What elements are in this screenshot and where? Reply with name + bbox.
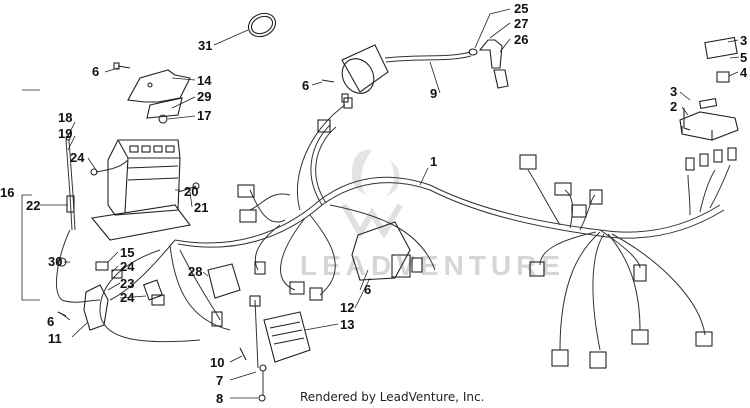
leader-lines: [21, 8, 740, 399]
battery-cables: [90, 159, 200, 193]
callout-6d: 6: [364, 282, 371, 297]
callout-24c: 24: [120, 290, 135, 305]
callout-11: 11: [48, 331, 62, 346]
callout-4: 4: [740, 65, 748, 80]
battery-part: [90, 139, 191, 241]
callout-17: 17: [197, 108, 211, 123]
callout-3a: 3: [740, 33, 747, 48]
callout-16: 16: [0, 185, 14, 200]
callout-22: 22: [26, 198, 40, 213]
callout-14: 14: [197, 73, 212, 88]
relay-part: [704, 36, 738, 83]
callout-27: 27: [514, 16, 528, 31]
callout-21: 21: [194, 200, 208, 215]
spark-plug-cap-part: [468, 39, 509, 89]
callout-2: 2: [670, 99, 677, 114]
screw-part: [113, 62, 131, 70]
callout-9: 9: [430, 86, 437, 101]
callout-23: 23: [120, 276, 134, 291]
callout-6b: 6: [302, 78, 309, 93]
callout-10: 10: [210, 355, 224, 370]
credit-text: Rendered by LeadVenture, Inc.: [300, 390, 484, 404]
lv-logo-icon: [341, 203, 403, 239]
flame-logo-icon: [351, 149, 400, 196]
harness-connectors-center: [237, 97, 353, 307]
cdi-module-part: [351, 221, 423, 281]
callout-15: 15: [120, 245, 134, 260]
callout-3b: 3: [670, 84, 677, 99]
callout-24a: 24: [70, 150, 85, 165]
callout-13: 13: [340, 317, 354, 332]
screws-part: [57, 79, 335, 402]
nut-part: [158, 114, 168, 124]
callout-29: 29: [197, 89, 211, 104]
ignition-coil-part: [341, 44, 472, 103]
callout-1: 1: [430, 154, 437, 169]
watermark-text: LEADVENTURE: [300, 250, 565, 281]
callout-12: 12: [340, 300, 354, 315]
callout-5: 5: [740, 50, 747, 65]
callout-25: 25: [514, 1, 528, 16]
harness-connectors-right: [519, 154, 713, 369]
callout-6c: 6: [47, 314, 54, 329]
callout-18: 18: [58, 110, 72, 125]
starter-relay-part: [207, 263, 241, 327]
battery-hold-down-bracket: [127, 69, 191, 119]
main-wiring-harness: [99, 104, 731, 351]
callout-19: 19: [58, 126, 72, 141]
callout-26: 26: [514, 32, 528, 47]
fuse-holder-clip: [683, 108, 691, 131]
callout-24b: 24: [120, 259, 135, 274]
callout-31: 31: [198, 38, 212, 53]
callout-30: 30: [48, 254, 62, 269]
callout-28: 28: [188, 264, 202, 279]
fuse-box-part: [679, 98, 739, 141]
callout-20: 20: [184, 184, 198, 199]
fuse-connectors: [685, 147, 737, 171]
callout-8: 8: [216, 391, 223, 406]
starter-solenoid-part: [83, 261, 165, 331]
regulator-part: [263, 311, 311, 363]
callout-7: 7: [216, 373, 223, 388]
callout-6a: 6: [92, 64, 99, 79]
snap-ring-part: [247, 12, 277, 38]
